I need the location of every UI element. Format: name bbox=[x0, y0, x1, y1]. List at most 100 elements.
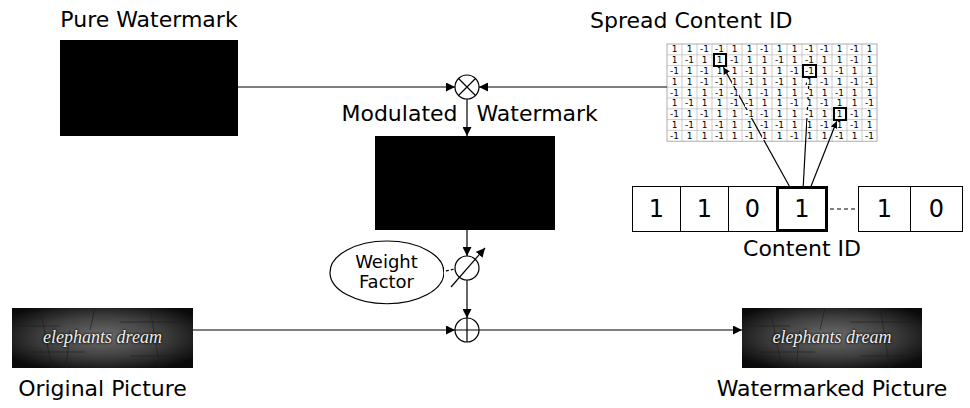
table-cell: 1 bbox=[702, 121, 708, 129]
watermarked-picture bbox=[742, 308, 922, 368]
table-cell: 1 bbox=[867, 45, 873, 53]
table-cell: -1 bbox=[730, 56, 739, 64]
table-cell: 1 bbox=[672, 45, 678, 53]
chip-value: 1 bbox=[837, 110, 843, 119]
table-cell: 1 bbox=[807, 132, 813, 140]
box-heading: Watermarked Picture bbox=[717, 376, 948, 401]
table-cell: 1 bbox=[672, 78, 678, 86]
table-cell: 1 bbox=[732, 132, 738, 140]
chip-value: 1 bbox=[717, 56, 723, 65]
table-cell: 1 bbox=[867, 56, 873, 64]
table-cell: -1 bbox=[715, 121, 724, 129]
table-cell: -1 bbox=[700, 78, 709, 86]
table-cell: -1 bbox=[685, 121, 694, 129]
bit-value: 1 bbox=[697, 196, 712, 222]
table-cell: 1 bbox=[852, 89, 858, 97]
signal-arrow bbox=[238, 86, 455, 87]
table-cell: 1 bbox=[777, 110, 783, 118]
table-cell: 1 bbox=[777, 89, 783, 97]
table-cell: 1 bbox=[747, 45, 753, 53]
table-cell: -1 bbox=[700, 45, 709, 53]
table-cell: 1 bbox=[702, 56, 708, 64]
table-cell: 1 bbox=[822, 89, 828, 97]
table-cell: -1 bbox=[850, 121, 859, 129]
table-cell: -1 bbox=[820, 99, 829, 107]
table-cell: 1 bbox=[672, 99, 678, 107]
multiply-cross bbox=[459, 79, 476, 96]
table-cell: -1 bbox=[745, 132, 754, 140]
table-cell: -1 bbox=[700, 110, 709, 118]
table-cell: 1 bbox=[762, 132, 768, 140]
table-cell: -1 bbox=[835, 132, 844, 140]
table-cell: 1 bbox=[732, 67, 738, 75]
table-cell: -1 bbox=[835, 89, 844, 97]
table-cell: 1 bbox=[687, 67, 693, 75]
table-cell: -1 bbox=[820, 121, 829, 129]
table-cell: 1 bbox=[837, 121, 843, 129]
table-cell: 1 bbox=[792, 78, 798, 86]
table-cell: -1 bbox=[670, 89, 679, 97]
table-cell: 1 bbox=[867, 67, 873, 75]
box-heading: Original Picture bbox=[18, 376, 187, 401]
table-cell: -1 bbox=[745, 110, 754, 118]
table-cell: 1 bbox=[702, 89, 708, 97]
table-cell: -1 bbox=[730, 89, 739, 97]
ellipse-label: Weight Factor bbox=[348, 252, 424, 293]
table-cell: 1 bbox=[687, 110, 693, 118]
table-cell: -1 bbox=[685, 99, 694, 107]
table-cell: 1 bbox=[792, 110, 798, 118]
table-cell: 1 bbox=[852, 67, 858, 75]
bit-cell: 0 bbox=[910, 186, 963, 232]
table-cell: -1 bbox=[745, 67, 754, 75]
weight-factor-ellipse: Weight Factor bbox=[329, 240, 445, 305]
table-cell: -1 bbox=[745, 78, 754, 86]
picture-texture bbox=[742, 308, 922, 368]
connector-arrow bbox=[811, 121, 837, 186]
table-cell: -1 bbox=[805, 45, 814, 53]
connector-arrow bbox=[723, 67, 789, 186]
table-cell: 1 bbox=[792, 45, 798, 53]
table-cell: -1 bbox=[850, 78, 859, 86]
table-cell: -1 bbox=[760, 110, 769, 118]
box-heading: Modulated Watermark bbox=[341, 101, 597, 126]
multiply-symbol bbox=[455, 75, 479, 99]
table-cell: -1 bbox=[715, 132, 724, 140]
table-cell: -1 bbox=[760, 45, 769, 53]
table-cell: 1 bbox=[807, 121, 813, 129]
dashed-continuation bbox=[830, 208, 856, 209]
table-cell: 1 bbox=[762, 78, 768, 86]
ellipse-shape bbox=[330, 241, 444, 304]
table-cell: -1 bbox=[670, 132, 679, 140]
grid-lines bbox=[667, 44, 877, 141]
bit-cell: 0 bbox=[728, 186, 777, 232]
add-symbol bbox=[455, 318, 479, 342]
table-cell: -1 bbox=[700, 67, 709, 75]
table-cell: 1 bbox=[837, 56, 843, 64]
bit-cell: 1 bbox=[632, 186, 681, 232]
bit-value: 0 bbox=[745, 196, 760, 222]
table-cell: 1 bbox=[747, 121, 753, 129]
table-cell: -1 bbox=[865, 99, 874, 107]
table-cell: -1 bbox=[760, 121, 769, 129]
variable-arrow bbox=[451, 248, 485, 287]
table-cell: 1 bbox=[687, 132, 693, 140]
table-cell: -1 bbox=[775, 56, 784, 64]
box-heading: Pure Watermark bbox=[60, 7, 237, 32]
table-cell: -1 bbox=[850, 110, 859, 118]
table-cell: 1 bbox=[717, 99, 723, 107]
table-cell: 1 bbox=[777, 45, 783, 53]
table-cell: 1 bbox=[732, 45, 738, 53]
table-cell: 1 bbox=[792, 56, 798, 64]
signal-arrow bbox=[479, 329, 742, 330]
table-cell: -1 bbox=[805, 56, 814, 64]
table-cell: 1 bbox=[702, 132, 708, 140]
bit-cell: 1 bbox=[776, 186, 828, 232]
table-cell: 1 bbox=[732, 121, 738, 129]
bit-value: 1 bbox=[649, 196, 664, 222]
table-cell: -1 bbox=[805, 110, 814, 118]
bit-cell: 1 bbox=[680, 186, 729, 232]
table-cell: 1 bbox=[777, 132, 783, 140]
highlighted-chip: 1 bbox=[713, 53, 727, 67]
table-cell: 1 bbox=[852, 132, 858, 140]
bit-value: 0 bbox=[929, 196, 944, 222]
